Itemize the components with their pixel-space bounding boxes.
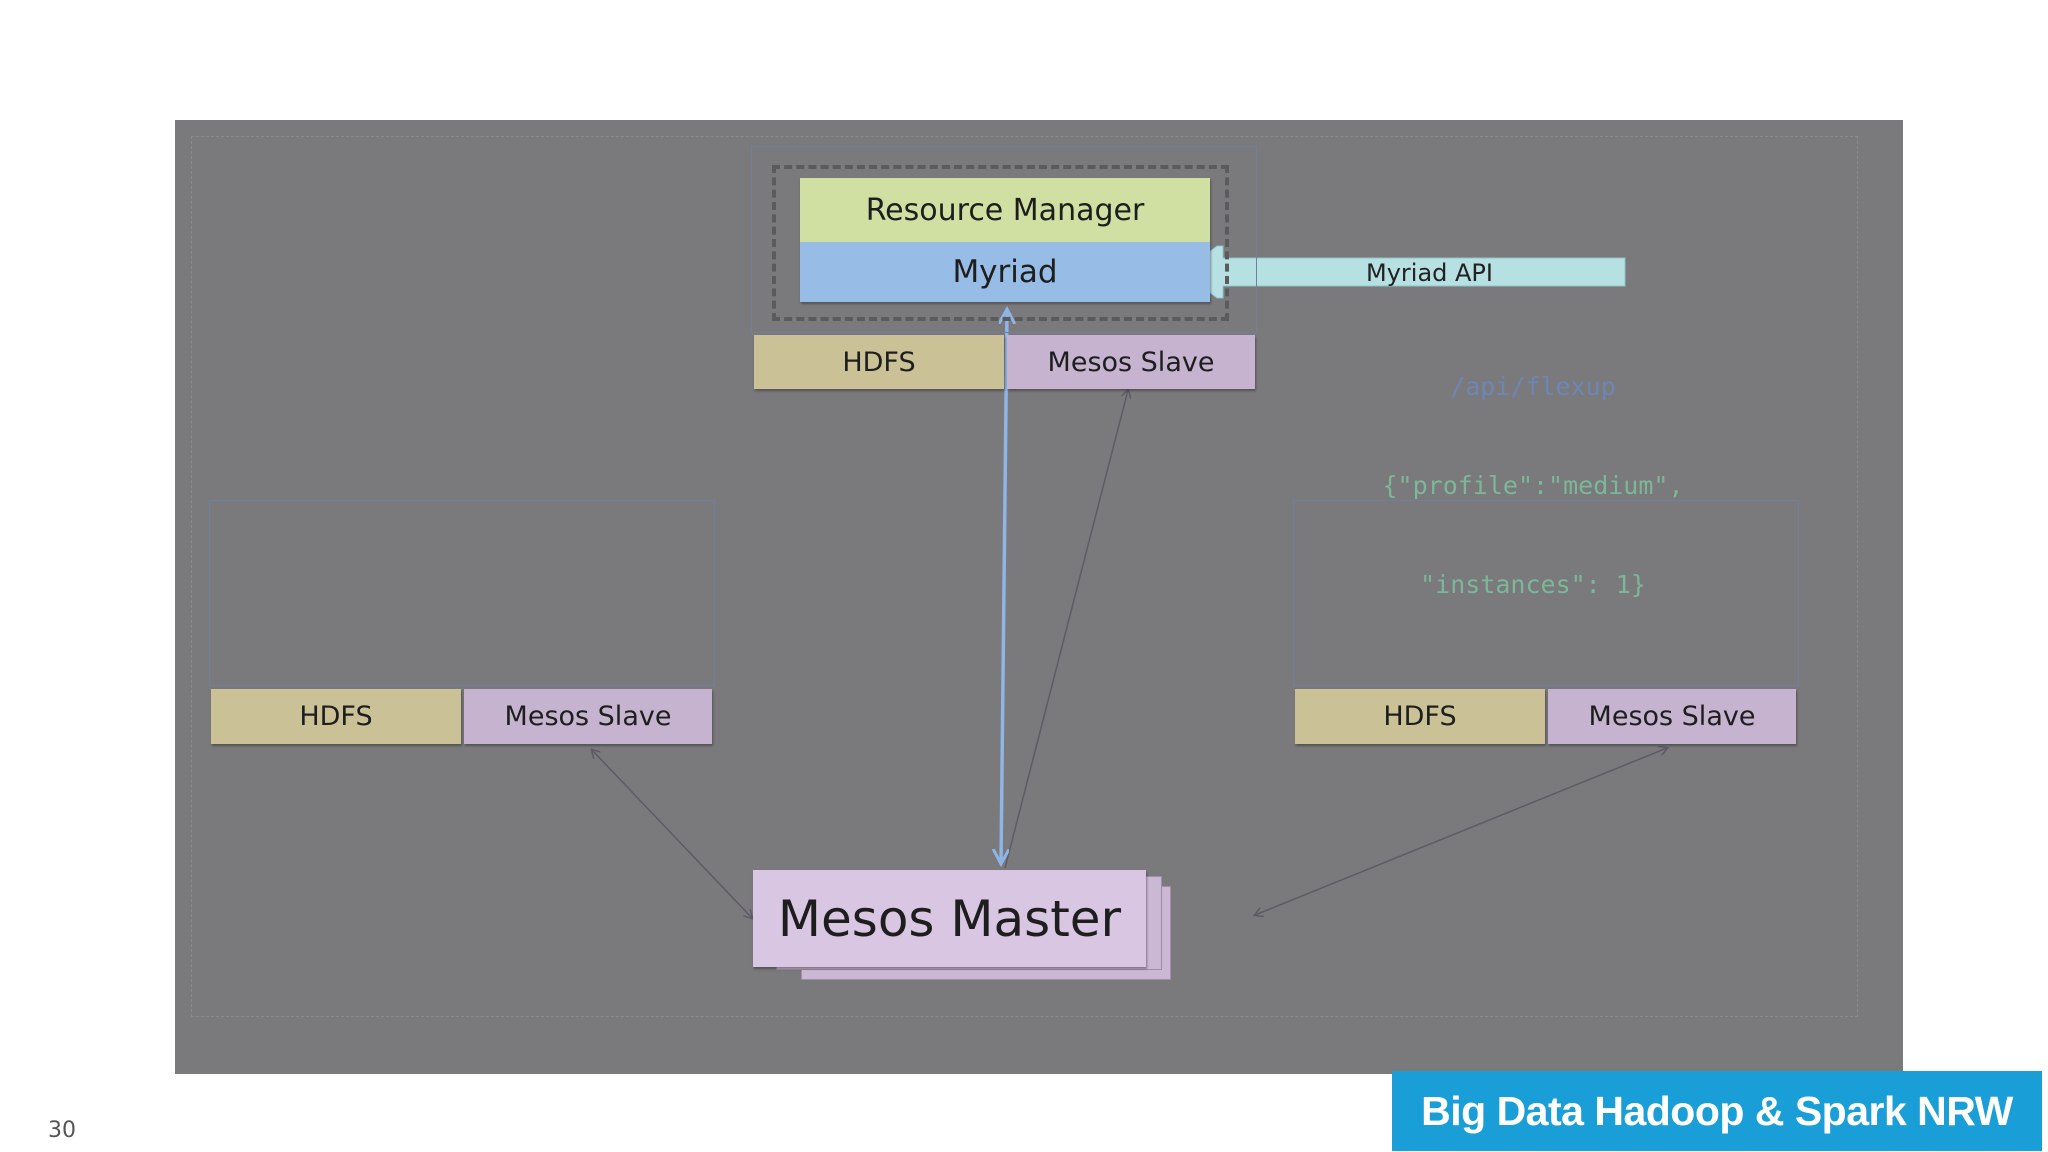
resource-manager-box: Resource Manager xyxy=(800,178,1210,242)
slide-page-number: 30 xyxy=(48,1118,76,1143)
brand-banner: Big Data Hadoop & Spark NRW xyxy=(1392,1071,2042,1151)
myriad-api-arrow xyxy=(1182,245,1626,299)
top-mesos-slave-box: Mesos Slave xyxy=(1007,335,1255,389)
mesos-master-label: Mesos Master xyxy=(777,889,1122,948)
right-mesos-slave-box: Mesos Slave xyxy=(1548,689,1796,744)
left-node-frame xyxy=(209,500,715,686)
left-hdfs-label: HDFS xyxy=(299,701,373,732)
right-slave-to-master-connector xyxy=(1255,748,1667,915)
myriad-box: Myriad xyxy=(800,242,1210,302)
top-node-frame xyxy=(751,146,1257,333)
right-hdfs-box: HDFS xyxy=(1295,689,1545,744)
myriad-api-label: Myriad API xyxy=(1366,259,1493,287)
api-code-line-3: "instances": 1} xyxy=(1420,570,1646,599)
diagram-inner-border xyxy=(191,136,1858,1017)
left-mesos-slave-box: Mesos Slave xyxy=(464,689,712,744)
left-slave-to-master-connector xyxy=(592,750,752,918)
resource-manager-label: Resource Manager xyxy=(865,192,1145,228)
architecture-diagram: Resource Manager Myriad HDFS Mesos Slave… xyxy=(175,120,1903,1074)
left-mesos-slave-label: Mesos Slave xyxy=(504,701,672,732)
api-request-code: /api/flexup {"profile":"medium", "instan… xyxy=(1273,304,1793,667)
top-slave-to-master-connector xyxy=(1004,390,1128,869)
myriad-label: Myriad xyxy=(952,254,1058,290)
left-hdfs-box: HDFS xyxy=(211,689,461,744)
api-code-line-1: /api/flexup xyxy=(1450,372,1616,401)
right-hdfs-label: HDFS xyxy=(1383,701,1457,732)
myriad-master-bidirectional-arrow xyxy=(1001,310,1007,863)
top-hdfs-label: HDFS xyxy=(842,346,916,378)
connector-layer xyxy=(175,245,1903,1074)
api-code-line-2: {"profile":"medium", xyxy=(1382,471,1684,500)
top-node-dashed-frame xyxy=(772,165,1229,321)
right-node-frame xyxy=(1293,500,1799,686)
mesos-master-box: Mesos Master xyxy=(753,870,1146,967)
top-mesos-slave-label: Mesos Slave xyxy=(1047,346,1215,378)
right-mesos-slave-label: Mesos Slave xyxy=(1588,701,1756,732)
top-hdfs-box: HDFS xyxy=(754,335,1004,389)
